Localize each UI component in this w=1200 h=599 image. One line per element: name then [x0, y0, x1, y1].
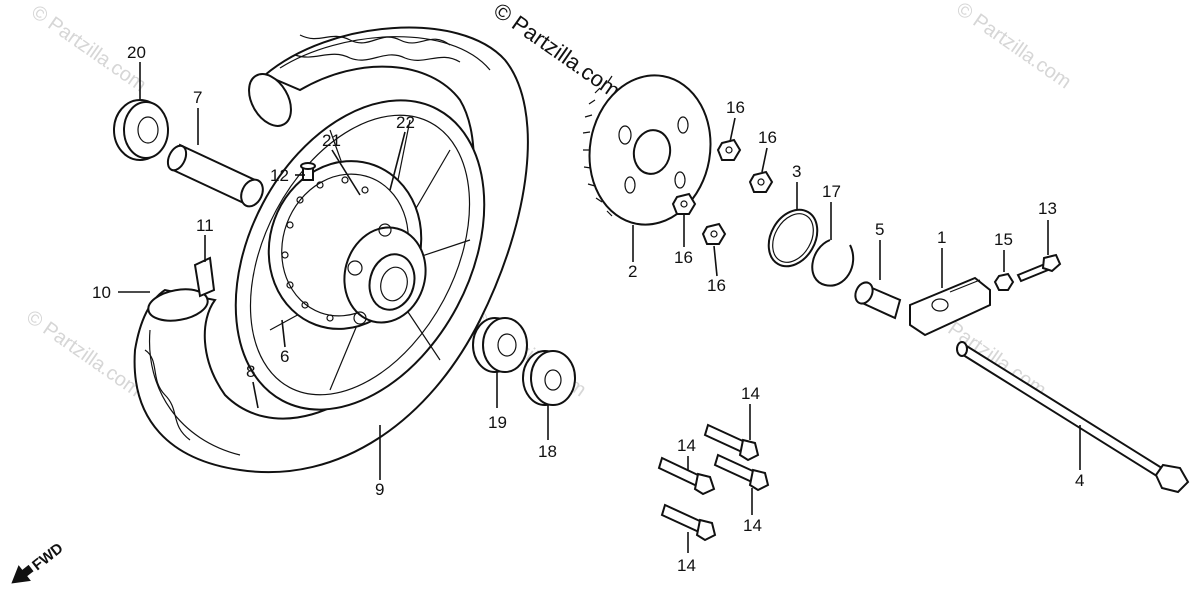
hub [343, 223, 427, 325]
bolt-14-c [713, 453, 770, 492]
callout-14-c: 14 [743, 516, 762, 535]
callout-20: 20 [127, 43, 146, 62]
callout-17: 17 [822, 182, 841, 201]
callout-1: 1 [937, 228, 946, 247]
nut-15 [993, 272, 1015, 291]
callout-2: 2 [628, 262, 637, 281]
callout-4: 4 [1075, 471, 1084, 490]
callout-16-c: 16 [674, 248, 693, 267]
callout-16-a: 16 [726, 98, 745, 117]
nut-16-b [748, 170, 774, 193]
nut-16-a [716, 138, 742, 161]
fwd-label: FWD [29, 540, 67, 575]
bolt-14-b [657, 456, 716, 496]
callout-22: 22 [396, 113, 415, 132]
bolt-13 [1016, 253, 1062, 283]
callout-labels: 20 7 21 22 12 11 10 6 8 9 2 16 16 16 16 … [92, 43, 1084, 575]
spacer-7 [166, 143, 264, 208]
callout-13: 13 [1038, 199, 1057, 218]
bearing-20 [113, 99, 169, 161]
fwd-indicator: FWD [11, 540, 67, 584]
axle-4 [956, 341, 1190, 494]
callout-14-b: 14 [677, 436, 696, 455]
callout-19: 19 [488, 413, 507, 432]
callout-3: 3 [792, 162, 801, 181]
nut-16-d [701, 222, 727, 245]
callout-14-a: 14 [741, 384, 760, 403]
callout-9: 9 [375, 480, 384, 499]
seal-18 [522, 350, 576, 406]
circlip-17 [811, 239, 855, 287]
watermark-faint-top-right: © Partzilla.com [952, 0, 1075, 93]
callout-21: 21 [322, 131, 341, 150]
adjuster-1 [909, 276, 991, 337]
callout-10: 10 [92, 283, 111, 302]
sprocket-2 [582, 74, 712, 226]
callout-16-d: 16 [707, 276, 726, 295]
bolt-14-d [660, 503, 717, 542]
callout-5: 5 [875, 220, 884, 239]
ring-3 [767, 208, 819, 268]
fwd-arrow-icon [11, 564, 34, 584]
callout-18: 18 [538, 442, 557, 461]
callout-16-b: 16 [758, 128, 777, 147]
watermark-faint-mid-left: © Partzilla.com [22, 306, 145, 401]
bolt-14-a [703, 423, 760, 462]
callout-15: 15 [994, 230, 1013, 249]
callout-6: 6 [280, 347, 289, 366]
callout-8: 8 [246, 362, 255, 381]
callout-11: 11 [196, 216, 214, 235]
callout-12: 12 [270, 166, 289, 185]
valve-12 [300, 162, 316, 181]
callout-14-d: 14 [677, 556, 696, 575]
leader-lines [118, 62, 1081, 553]
callout-7: 7 [193, 88, 202, 107]
bearing-19 [472, 317, 528, 373]
nut-16-c [671, 192, 697, 215]
collar-5 [854, 281, 902, 320]
